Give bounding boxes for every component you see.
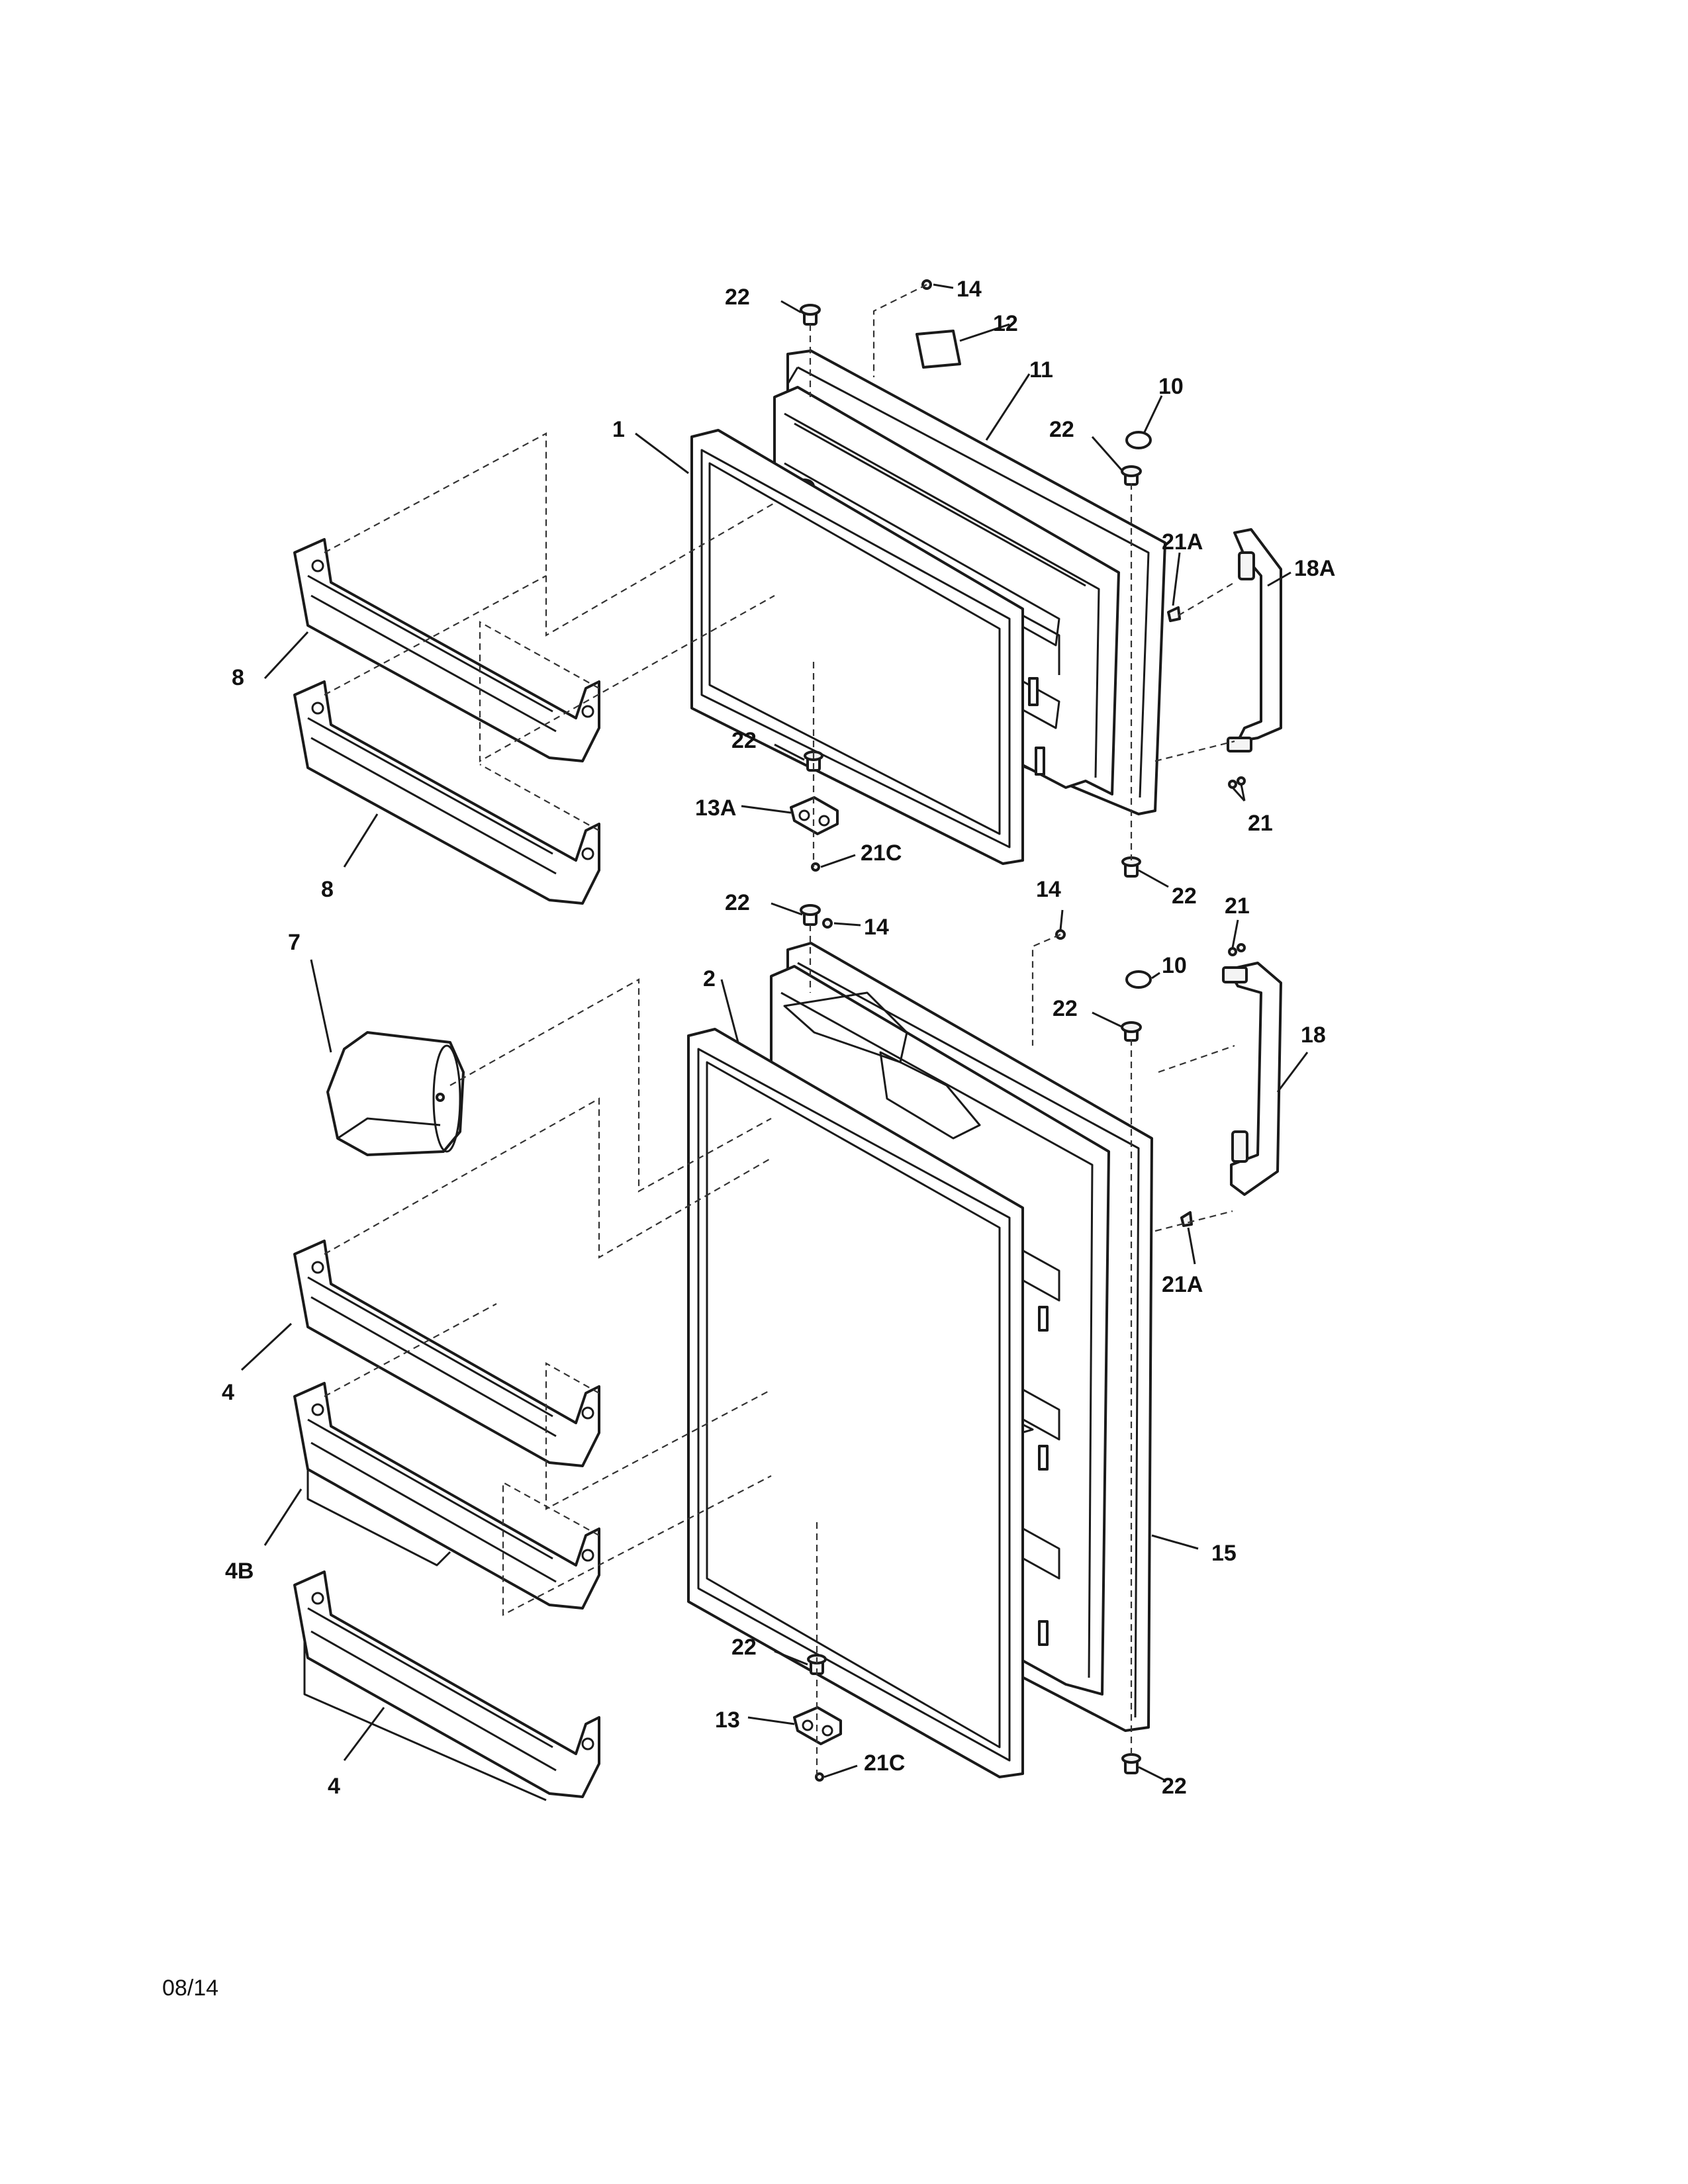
assembly-lines xyxy=(324,284,1235,1780)
callout-10-lower: 10 xyxy=(1162,953,1187,978)
callout-21A-upper: 21A xyxy=(1162,529,1203,555)
callout-14-top: 14 xyxy=(957,277,982,302)
callout-22-top: 22 xyxy=(725,285,750,310)
callout-22-hinge-right-upper: 22 xyxy=(1049,417,1074,442)
callout-10-upper: 10 xyxy=(1158,374,1184,399)
callout-22-fresh-right: 22 xyxy=(1053,996,1078,1021)
freezer-door-assembly xyxy=(690,349,1166,865)
freezer-door-handle xyxy=(1227,528,1282,752)
callout-22-freezer-bottom-right: 22 xyxy=(1172,884,1197,909)
callout-8-upper: 8 xyxy=(232,665,244,690)
fresh-food-door-bin-lower xyxy=(293,1570,600,1801)
callout-8-lower: 8 xyxy=(321,877,334,902)
callout-13: 13 xyxy=(715,1707,740,1733)
callout-11: 11 xyxy=(1029,357,1053,383)
callout-22-freezer-bottom: 22 xyxy=(731,728,757,753)
callout-4-lower: 4 xyxy=(328,1774,340,1799)
callout-4B: 4B xyxy=(225,1559,254,1584)
freezer-door-bin-lower xyxy=(293,680,600,905)
freezer-door-gasket xyxy=(690,429,1024,865)
freezer-door-bin-upper xyxy=(293,538,600,762)
callout-22-fresh-top: 22 xyxy=(725,890,750,915)
callout-4-upper: 4 xyxy=(222,1380,234,1405)
callout-18: 18 xyxy=(1301,1023,1326,1048)
callout-21A-lower: 21A xyxy=(1162,1272,1203,1297)
callout-21C-lower: 21C xyxy=(864,1751,905,1776)
callout-14-right: 14 xyxy=(1036,877,1061,902)
callout-2: 2 xyxy=(703,966,716,991)
fresh-food-door-handle xyxy=(1222,962,1282,1196)
leader-lines xyxy=(240,283,1309,1782)
callout-21-upper: 21 xyxy=(1248,811,1273,836)
date-code: 08/14 xyxy=(162,1976,219,2001)
callout-12: 12 xyxy=(993,311,1018,336)
fresh-food-door-assembly xyxy=(687,942,1153,1778)
callout-labels: 1 2 4 4B 4 7 8 8 10 10 11 12 13 13A 14 1… xyxy=(222,277,1335,1799)
fresh-food-door-gasket xyxy=(687,1028,1024,1778)
fresh-food-door-bin-middle xyxy=(293,1382,600,1610)
callout-21-lower: 21 xyxy=(1225,893,1250,919)
callout-14-middle: 14 xyxy=(864,915,889,940)
callout-22-fresh-bottom-right: 22 xyxy=(1162,1774,1187,1799)
callout-13A: 13A xyxy=(695,796,736,821)
callout-18A: 18A xyxy=(1294,556,1335,581)
callout-7: 7 xyxy=(288,930,301,955)
fresh-food-door-bin-upper xyxy=(293,1240,600,1467)
callout-21C-upper: 21C xyxy=(861,841,902,866)
callout-1: 1 xyxy=(612,417,625,442)
dairy-container xyxy=(326,1031,465,1156)
callout-22-fresh-bottom: 22 xyxy=(731,1635,757,1660)
callout-15: 15 xyxy=(1211,1541,1237,1566)
